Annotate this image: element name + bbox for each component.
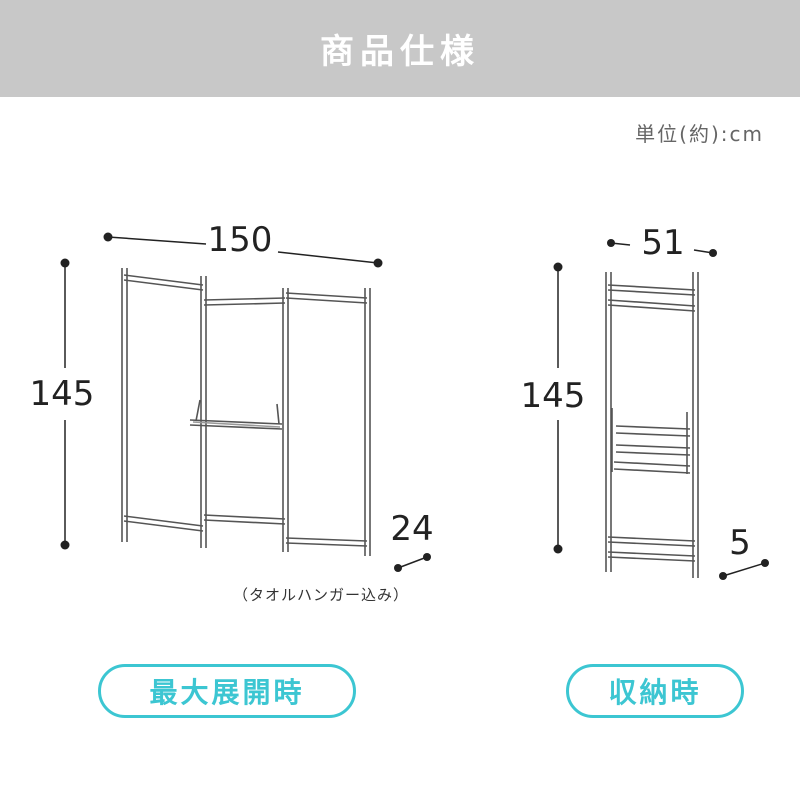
open-rack-illustration	[121, 268, 371, 556]
open-height-value: 145	[30, 374, 95, 414]
stored-width-dimension	[607, 239, 717, 257]
unit-note: 単位(約):cm	[635, 122, 764, 146]
open-depth-value: 24	[390, 509, 433, 549]
stored-width-value: 51	[641, 223, 684, 263]
stored-height-dimension	[553, 262, 563, 554]
header-bar: 商品仕様	[0, 0, 800, 97]
towel-hanger-note: （タオルハンガー込み）	[233, 586, 409, 604]
open-depth-dimension	[394, 553, 431, 572]
stored-depth-value: 5	[729, 523, 751, 563]
stored-depth-dimension	[719, 559, 769, 580]
open-width-value: 150	[208, 220, 273, 260]
page-title: 商品仕様	[320, 32, 480, 72]
stored-height-value: 145	[521, 376, 586, 416]
stored-config-label: 収納時	[566, 664, 744, 718]
open-config-label: 最大展開時	[98, 664, 356, 718]
stored-rack-illustration	[605, 272, 699, 578]
open-height-dimension	[60, 258, 70, 550]
open-width-dimension	[103, 232, 383, 268]
